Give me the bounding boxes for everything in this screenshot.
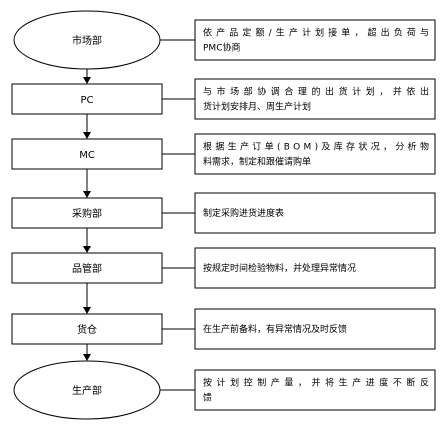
purchase-node-box [11, 197, 163, 229]
mc-node-box [11, 138, 163, 170]
warehouse-node-label: 货仓 [77, 323, 97, 336]
flow-arrow-mc-to-purchase [83, 169, 91, 198]
pc-note-text-line-2: 货计划安排月、周生产计划 [203, 101, 311, 113]
purchase-note-text-line-1: 制定采购进货进度表 [203, 207, 284, 219]
production-note-box [194, 369, 436, 411]
qc-node-label: 品管部 [72, 262, 102, 275]
flow-step-qc: 品管部 按规定时间检验物料，并处理异常情况 [11, 247, 436, 289]
flow-arrow-warehouse-to-production [83, 344, 91, 361]
pc-note-text-line-1: 与市场部协调合理的出货计划，并依出 [203, 86, 429, 98]
market-note-text-line-2: PMC协商 [203, 42, 240, 54]
production-node-label: 生产部 [72, 384, 102, 397]
warehouse-node-box [11, 313, 163, 345]
flow-step-warehouse: 货仓 在生产前备料，有异常情况及时反馈 [11, 308, 436, 350]
market-node-label: 市场部 [72, 34, 102, 47]
flow-arrow-market-to-pc [83, 69, 91, 84]
flow-arrow-qc-to-warehouse [83, 283, 91, 314]
flow-arrow-purchase-to-qc [83, 228, 91, 253]
qc-note-box [194, 247, 436, 289]
flow-arrow-pc-to-mc [83, 114, 91, 139]
qc-node-box [11, 252, 163, 284]
qc-note-text-line-1: 按规定时间检验物料，并处理异常情况 [203, 262, 356, 274]
production-note-text-line-1: 按计划控制产量，并将生产进度不断反 [203, 377, 429, 389]
pc-node-label: PC [80, 95, 93, 106]
warehouse-note-text-line-1: 在生产前备料，有异常情况及时反馈 [203, 323, 347, 335]
flow-step-purchase: 采购部 制定采购进货进度表 [11, 192, 436, 234]
purchase-node-label: 采购部 [72, 207, 102, 220]
mc-node-label: MC [79, 150, 95, 161]
pc-note-box [194, 78, 436, 120]
flow-step-market: 市场部 依产品定额/生产计划接单，超出负荷与 PMC协商 [13, 10, 436, 70]
purchase-note-box [194, 192, 436, 234]
mc-note-text-line-2: 料需求，制定和跟催请购单 [203, 156, 311, 168]
mc-note-box [194, 133, 436, 175]
mc-note-text-line-1: 根据生产订单(BOM)及库存状况，分析物 [203, 141, 429, 153]
warehouse-note-box [194, 308, 436, 350]
production-note-text-line-2: 馈 [203, 392, 212, 404]
market-note-text-line-1: 依产品定额/生产计划接单，超出负荷与 [203, 27, 429, 39]
market-note-box [194, 19, 436, 61]
